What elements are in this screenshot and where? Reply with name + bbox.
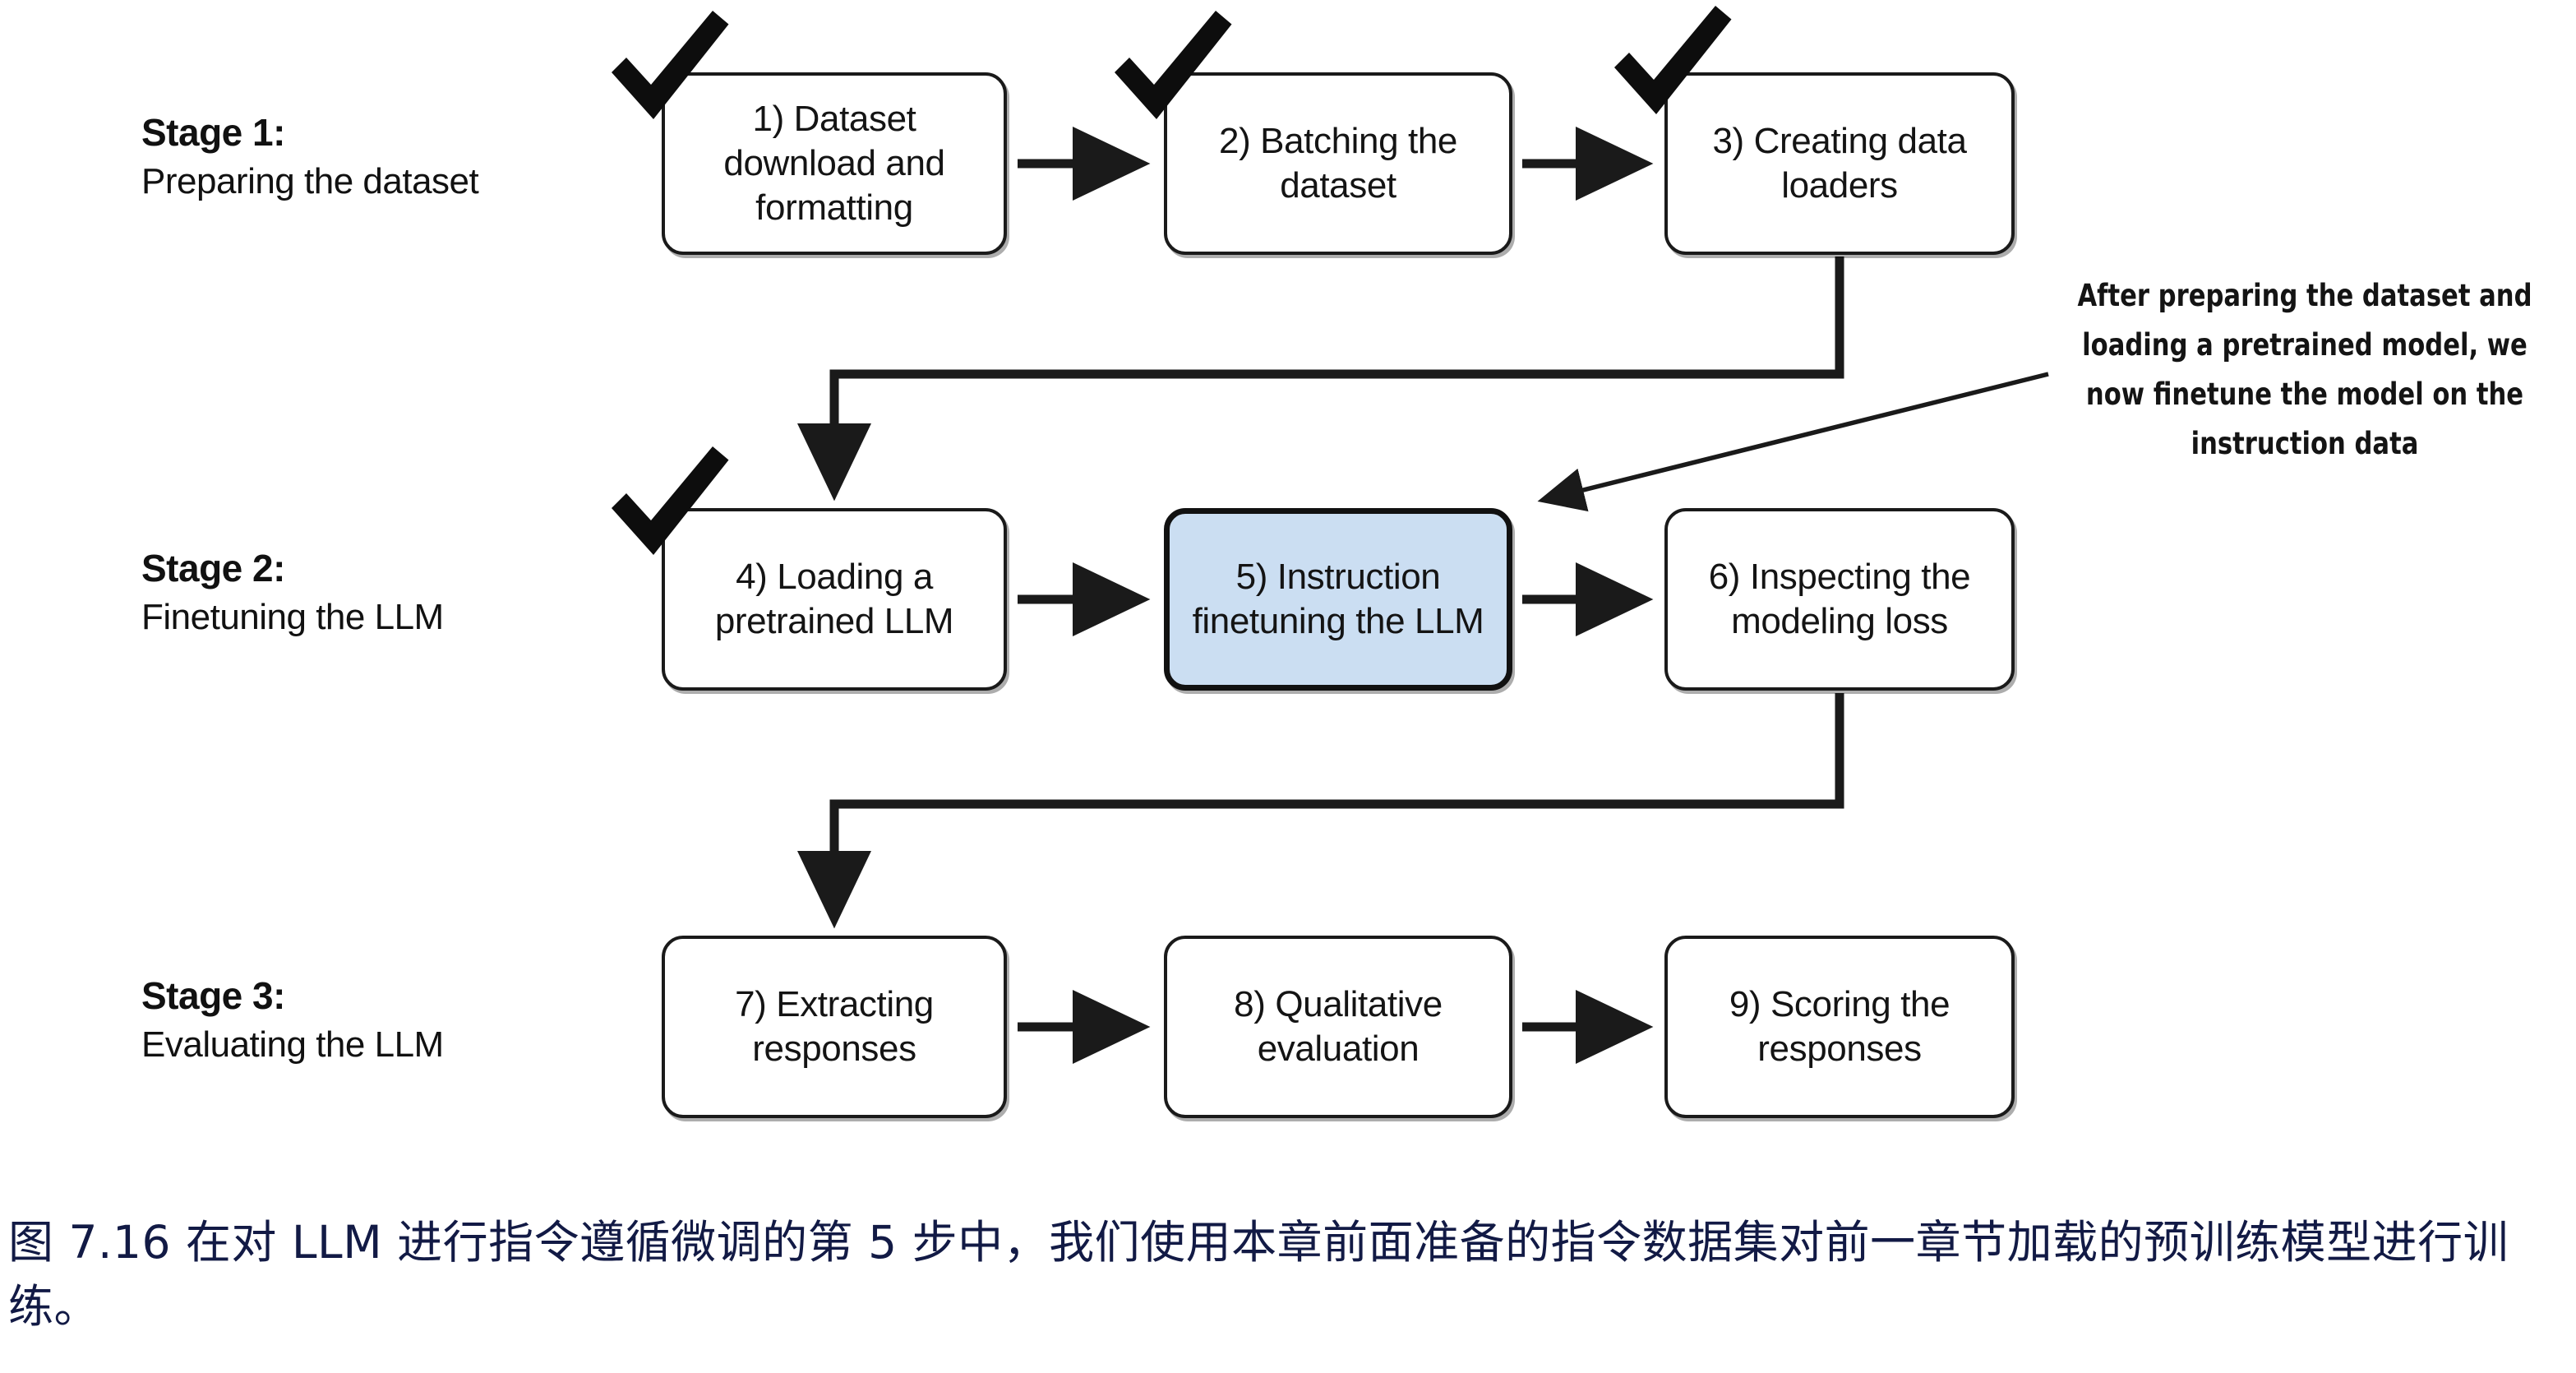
- flow-node-9-label: 9) Scoring the responses: [1729, 984, 1950, 1069]
- stage-2-title: Stage 2:: [141, 547, 285, 589]
- annotation-line-2: loading a pretrained model, we: [2082, 326, 2528, 363]
- figure-caption: 图 7.16 在对 LLM 进行指令遵循微调的第 5 步中，我们使用本章前面准备…: [8, 1216, 2509, 1334]
- flow-node-3-label: 3) Creating data loaders: [1712, 121, 1967, 206]
- flow-node-5-label: 5) Instruction finetuning the LLM: [1192, 557, 1484, 641]
- stage-3-subtitle: Evaluating the LLM: [141, 1024, 444, 1065]
- flow-node-4-label: 4) Loading a pretrained LLM: [714, 557, 954, 641]
- annotation-callout: After preparing the dataset and loading …: [2070, 271, 2539, 469]
- flow-node-7-label: 7) Extracting responses: [735, 984, 934, 1069]
- flow-node-5[interactable]: 5) Instruction finetuning the LLM: [1164, 508, 1512, 691]
- flow-node-1-label: 1) Dataset download and formatting: [723, 99, 945, 228]
- stage-label-3: Stage 3: Evaluating the LLM: [141, 972, 444, 1068]
- annotation-line-3: now finetune the model on the: [2085, 376, 2524, 412]
- flow-node-2[interactable]: 2) Batching the dataset: [1164, 72, 1512, 255]
- stage-2-subtitle: Finetuning the LLM: [141, 596, 444, 637]
- flow-node-6[interactable]: 6) Inspecting the modeling loss: [1664, 508, 2015, 691]
- annotation-line-4: instruction data: [2191, 425, 2419, 461]
- stage-label-1: Stage 1: Preparing the dataset: [141, 109, 479, 205]
- stage-1-title: Stage 1:: [141, 111, 285, 154]
- stage-1-subtitle: Preparing the dataset: [141, 160, 479, 201]
- flow-node-2-label: 2) Batching the dataset: [1219, 121, 1457, 206]
- flow-node-3[interactable]: 3) Creating data loaders: [1664, 72, 2015, 255]
- flow-node-1[interactable]: 1) Dataset download and formatting: [662, 72, 1007, 255]
- arrow-6-to-7: [796, 693, 1844, 929]
- flow-node-4[interactable]: 4) Loading a pretrained LLM: [662, 508, 1007, 691]
- flow-node-7[interactable]: 7) Extracting responses: [662, 936, 1007, 1118]
- flow-node-8-label: 8) Qualitative evaluation: [1234, 984, 1443, 1069]
- flow-node-8[interactable]: 8) Qualitative evaluation: [1164, 936, 1512, 1118]
- annotation-leader-arrow: [1537, 372, 2049, 512]
- stage-label-2: Stage 2: Finetuning the LLM: [141, 544, 444, 640]
- annotation-line-1: After preparing the dataset and: [2077, 278, 2532, 313]
- stage-3-title: Stage 3:: [141, 974, 285, 1017]
- flow-node-9[interactable]: 9) Scoring the responses: [1664, 936, 2015, 1118]
- flow-node-6-label: 6) Inspecting the modeling loss: [1708, 557, 1971, 641]
- arrow-3-to-4: [796, 257, 1844, 502]
